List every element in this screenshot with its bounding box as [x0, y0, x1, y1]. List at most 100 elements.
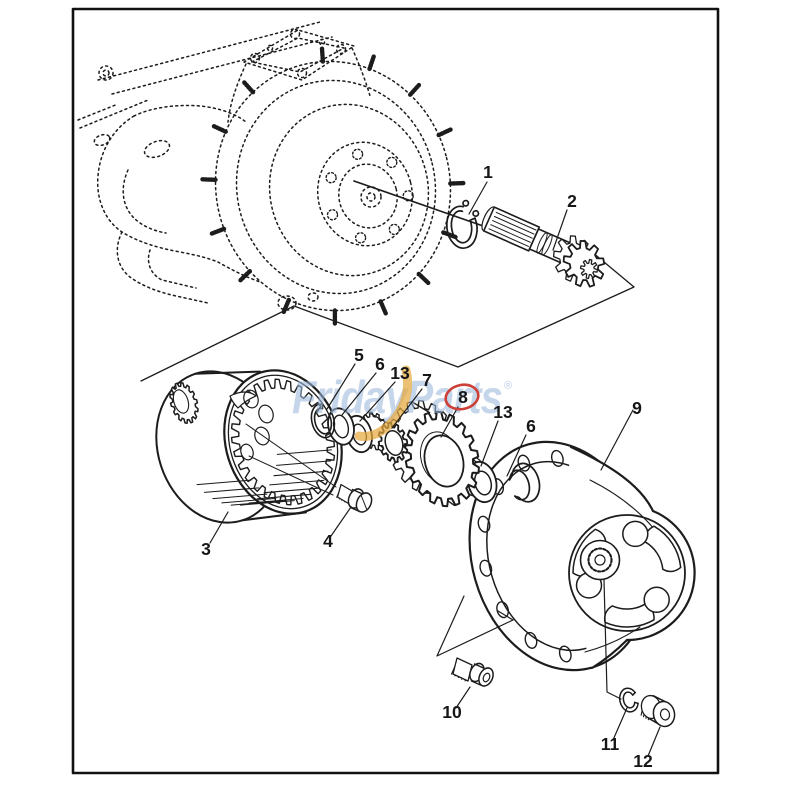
b7-bore [384, 429, 404, 457]
housing-bottom-boss [307, 292, 319, 302]
bolt-4 [336, 483, 373, 513]
housing-rod-line [97, 21, 321, 81]
watermark-registered-icon: ® [504, 380, 512, 392]
cover-bolt [335, 43, 347, 55]
leader-6a [341, 372, 377, 416]
leader-10 [455, 686, 471, 709]
shaft-spline-line [490, 224, 531, 243]
hub-splined-bore [587, 547, 613, 573]
stub-bore [172, 389, 190, 414]
washer5-inner [313, 407, 333, 435]
callout-11: 11 [601, 734, 620, 754]
ring-tooth-flank-line [276, 460, 332, 466]
leader-9 [600, 409, 634, 471]
wheel-stud [200, 177, 218, 183]
washer-11 [618, 687, 639, 713]
carrier-planet-edge [229, 391, 257, 409]
ring-gear-internal-teeth [230, 378, 336, 506]
ring-tooth-flank-line [221, 497, 277, 504]
leader-4-location-a [245, 423, 337, 488]
housing-rod-line [111, 36, 333, 95]
carrier-pin-hole [258, 404, 274, 424]
callout-12: 12 [633, 751, 653, 771]
drum-studs [200, 46, 466, 326]
ring-teeth-hatch [196, 449, 332, 506]
housing-link-line [77, 103, 119, 121]
hub-center-bore [366, 192, 376, 202]
flange-bolt-hole [550, 449, 564, 467]
callout-labels: 1 2 3 4 5 6 13 7 8 13 6 9 10 11 12 [201, 162, 653, 771]
snap-ring-outer [510, 462, 541, 503]
callout-9: 9 [632, 398, 642, 418]
bolt10-socket [482, 672, 491, 683]
housing-lower-bracket [116, 231, 209, 304]
washer11-inner [622, 691, 636, 709]
housing-neck-edge [227, 63, 247, 123]
watermark-swoosh [354, 365, 413, 441]
cover-bolt-small [318, 38, 326, 46]
brake-drum-face [268, 103, 430, 277]
planetary-ring-gear-3 [155, 369, 343, 524]
gear8-bore [423, 434, 465, 488]
snap-ring-1 [445, 199, 480, 249]
washer5-outer [310, 403, 336, 439]
shaft-spline-line [488, 228, 529, 247]
ring-gear-top-edge [194, 370, 262, 375]
snap-ring-inner [508, 469, 531, 501]
snap-ring-hook [472, 209, 480, 218]
callout-10: 10 [442, 702, 462, 722]
callout-6b: 6 [526, 416, 536, 436]
housing-link-line [79, 99, 149, 129]
bolt10-head-side [470, 680, 482, 686]
ring-tooth-flank-line [248, 497, 304, 504]
wheel-stud [378, 299, 388, 316]
hub-inner-wall-arc [589, 479, 656, 531]
callout-4: 4 [323, 531, 333, 551]
axle-housing-reference [77, 21, 466, 326]
bolt4-head-side [351, 488, 363, 495]
ring-tooth-flank-line [273, 470, 329, 477]
leader-11 [612, 707, 628, 741]
leader-4-location-b [248, 455, 334, 496]
collar-13b [457, 455, 498, 504]
hub-lug-holes [325, 148, 414, 244]
wheel-stud [211, 123, 228, 134]
callout-8: 8 [458, 387, 468, 407]
callout-13a: 13 [390, 363, 410, 383]
bolt10-head-face [478, 667, 494, 687]
housing-pin-hole [98, 65, 114, 81]
ring-tooth-flank-line [269, 479, 325, 486]
wheel-stud [238, 269, 253, 283]
top-cover-plate [243, 29, 355, 81]
shaft-groove [541, 234, 553, 256]
hub-drum-bottom-edge [590, 638, 629, 670]
wheel-stud [209, 226, 227, 236]
hub-inner-wall-arc [584, 626, 641, 653]
snap-ring-outer [445, 205, 478, 249]
ring-tooth-flank-line [276, 449, 332, 455]
shaft-spline-line [494, 216, 535, 235]
bracket-hole [93, 133, 111, 147]
washer11-end [633, 701, 639, 705]
housing-inner-curve [122, 169, 167, 234]
brake-drum-rim [235, 79, 437, 295]
hub-lug-hole [351, 148, 364, 161]
callout-3: 3 [201, 539, 211, 559]
brake-drum-outer-rim [214, 60, 452, 312]
shaft-spline-line [492, 220, 533, 239]
shaft-pinion-star [579, 258, 599, 280]
cover-bolt-small [266, 44, 274, 52]
gear8-side [411, 400, 431, 414]
shaft-spline-lines [488, 211, 537, 247]
callout-7: 7 [422, 370, 432, 390]
detail-boundary-line [140, 251, 635, 382]
wheel-stud [436, 127, 453, 138]
hub-drum-top-edge [569, 445, 655, 513]
callout-6a: 6 [375, 354, 385, 374]
carrier-pin-hole [243, 389, 259, 409]
plug12-socket [659, 708, 671, 721]
flange-bolt-hole [477, 515, 491, 533]
hub-center-boss [579, 539, 621, 581]
shaft-spline-line [495, 211, 537, 231]
